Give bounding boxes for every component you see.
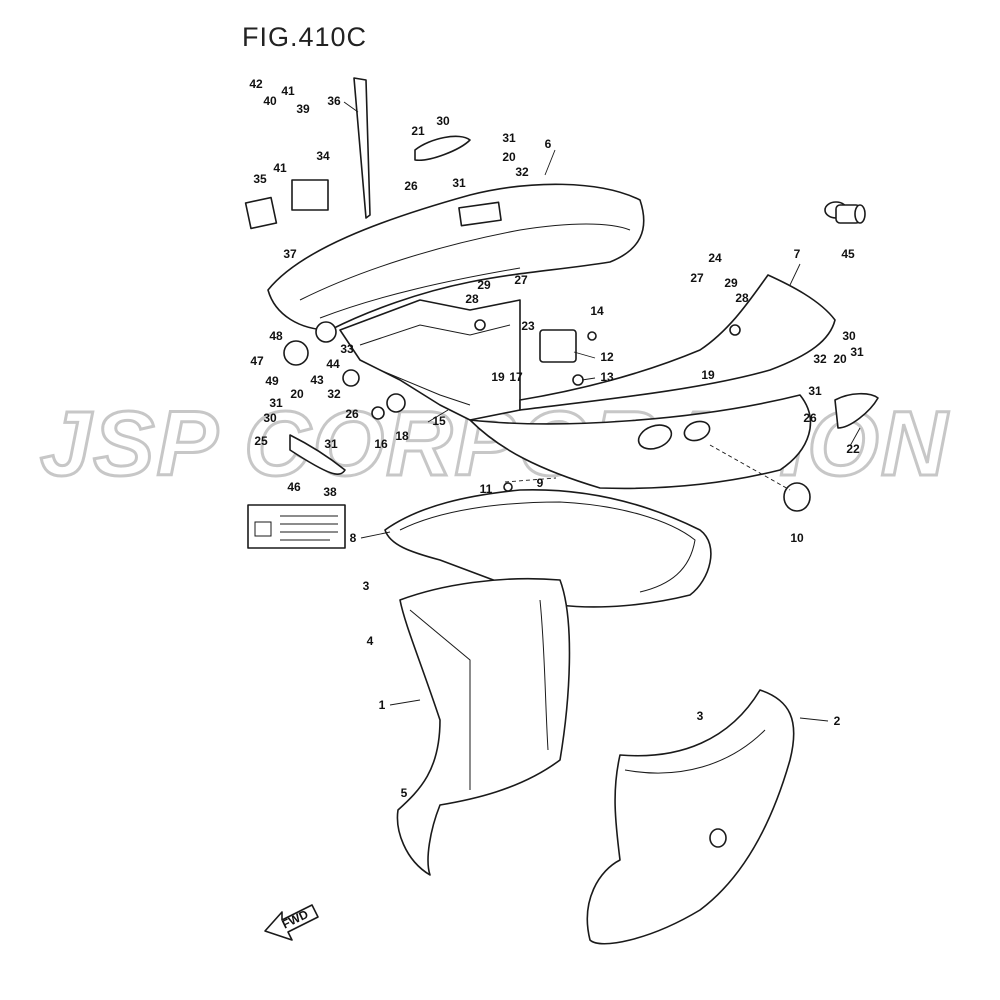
- callout-31: 31: [502, 131, 516, 145]
- caution-label-46: [247, 504, 346, 549]
- callout-19: 19: [491, 370, 505, 384]
- callout-15: 15: [432, 414, 446, 428]
- callout-21: 21: [411, 124, 425, 138]
- callout-34: 34: [316, 149, 330, 163]
- callout-23: 23: [521, 319, 535, 333]
- callout-16: 16: [374, 437, 388, 451]
- callout-29: 29: [477, 278, 491, 292]
- small-hardware: [244, 135, 879, 492]
- callout-31: 31: [808, 384, 822, 398]
- callout-25: 25: [254, 434, 268, 448]
- callout-5: 5: [401, 786, 408, 800]
- callout-11: 11: [480, 482, 493, 496]
- callout-6: 6: [545, 137, 552, 151]
- callout-32: 32: [515, 165, 529, 179]
- lower-cover-2: [586, 689, 795, 945]
- side-cover-7: [519, 274, 836, 411]
- callout-22: 22: [846, 442, 860, 456]
- leader-lines: [343, 101, 861, 722]
- callout-32: 32: [813, 352, 827, 366]
- callout-27: 27: [514, 273, 528, 287]
- callout-33: 33: [340, 342, 354, 356]
- callout-40: 40: [263, 94, 277, 108]
- callout-31: 31: [850, 345, 864, 359]
- callout-3: 3: [697, 709, 704, 723]
- callout-41: 41: [281, 84, 295, 98]
- fwd-arrow: FWD: [264, 904, 319, 941]
- callout-7: 7: [794, 247, 801, 261]
- callout-28: 28: [465, 292, 479, 306]
- seal-8: [384, 488, 712, 608]
- callout-36: 36: [327, 94, 341, 108]
- callout-45: 45: [841, 247, 855, 261]
- callout-20: 20: [290, 387, 304, 401]
- callout-1: 1: [379, 698, 386, 712]
- callout-14: 14: [590, 304, 604, 318]
- callout-41: 41: [273, 161, 287, 175]
- callout-30: 30: [263, 411, 277, 425]
- cap-10: [783, 482, 811, 512]
- callout-20: 20: [502, 150, 516, 164]
- figure-title: FIG.410C: [242, 22, 368, 52]
- callout-3: 3: [363, 579, 370, 593]
- callout-30: 30: [436, 114, 450, 128]
- callout-18: 18: [395, 429, 409, 443]
- callout-43: 43: [310, 373, 324, 387]
- callout-19: 19: [701, 368, 715, 382]
- callout-17: 17: [509, 370, 523, 384]
- callout-20: 20: [833, 352, 847, 366]
- callout-26: 26: [345, 407, 359, 421]
- callout-32: 32: [327, 387, 341, 401]
- callout-28: 28: [735, 291, 749, 305]
- callout-31: 31: [324, 437, 338, 451]
- callout-49: 49: [265, 374, 279, 388]
- grommet-45: [824, 201, 866, 224]
- callout-48: 48: [269, 329, 283, 343]
- callout-47: 47: [250, 354, 264, 368]
- callout-24: 24: [708, 251, 722, 265]
- callout-44: 44: [326, 357, 340, 371]
- callout-39: 39: [296, 102, 310, 116]
- callout-31: 31: [269, 396, 283, 410]
- callout-10: 10: [790, 531, 804, 545]
- callout-35: 35: [253, 172, 267, 186]
- callout-37: 37: [283, 247, 297, 261]
- callout-46: 46: [287, 480, 301, 494]
- callout-29: 29: [724, 276, 738, 290]
- callout-42: 42: [249, 77, 263, 91]
- callout-13: 13: [600, 370, 614, 384]
- callout-4: 4: [367, 634, 374, 648]
- callout-2: 2: [834, 714, 841, 728]
- upper-side-cover-6: [267, 183, 645, 331]
- callout-38: 38: [323, 485, 337, 499]
- callout-31: 31: [452, 176, 466, 190]
- callout-8: 8: [350, 531, 357, 545]
- rod-36: [353, 77, 371, 219]
- callout-30: 30: [842, 329, 856, 343]
- callout-26: 26: [404, 179, 418, 193]
- callout-12: 12: [600, 350, 614, 364]
- lower-cover-1: [396, 577, 571, 876]
- callout-9: 9: [537, 476, 544, 490]
- callout-26: 26: [803, 411, 817, 425]
- callout-27: 27: [690, 271, 704, 285]
